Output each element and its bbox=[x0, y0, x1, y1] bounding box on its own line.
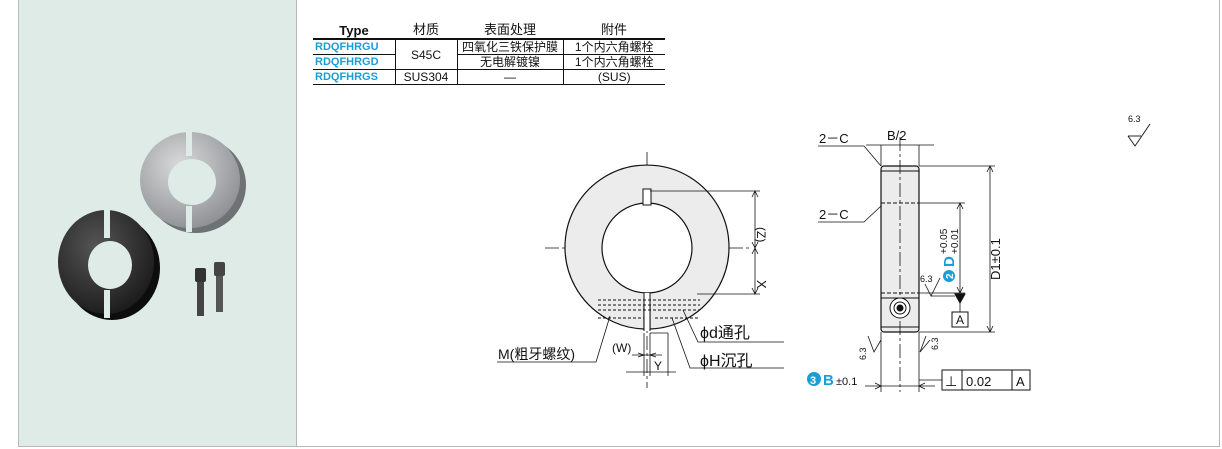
content-frame bbox=[18, 0, 1220, 447]
surface-cell: 四氧化三铁保护膜 bbox=[456, 38, 564, 55]
header-type: Type bbox=[313, 24, 395, 40]
attachment-cell: (SUS) bbox=[562, 69, 665, 85]
table-row: RDQFHRGS SUS304 — (SUS) bbox=[313, 69, 665, 85]
hex-bolts bbox=[195, 262, 225, 316]
product-photo-panel bbox=[19, 0, 297, 446]
header-material: 材质 bbox=[395, 24, 457, 40]
type-code[interactable]: RDQFHRGU bbox=[313, 38, 396, 55]
attachment-cell: 1个内六角螺栓 bbox=[562, 54, 665, 70]
spec-table: Type 材质 表面处理 附件 RDQFHRGU S45C 四氧化三铁保护膜 1… bbox=[313, 24, 665, 85]
silver-collar bbox=[140, 130, 246, 233]
product-photo bbox=[58, 130, 246, 320]
header-attachment: 附件 bbox=[563, 24, 665, 40]
black-collar bbox=[58, 210, 160, 320]
table-row: RDQFHRGU S45C 四氧化三铁保护膜 1个内六角螺栓 bbox=[313, 38, 665, 70]
surface-cell: — bbox=[456, 69, 564, 85]
material-cell: S45C bbox=[394, 38, 458, 70]
type-code[interactable]: RDQFHRGS bbox=[313, 69, 396, 85]
header-surface: 表面处理 bbox=[457, 24, 563, 40]
attachment-cell: 1个内六角螺栓 bbox=[562, 38, 665, 55]
type-code[interactable]: RDQFHRGD bbox=[313, 54, 396, 70]
surface-cell: 无电解镀镍 bbox=[456, 54, 564, 70]
table-row: RDQFHRGD 无电解镀镍 1个内六角螺栓 bbox=[313, 54, 665, 70]
table-header-row: Type 材质 表面处理 附件 bbox=[313, 24, 665, 40]
material-cell: SUS304 bbox=[394, 69, 458, 85]
